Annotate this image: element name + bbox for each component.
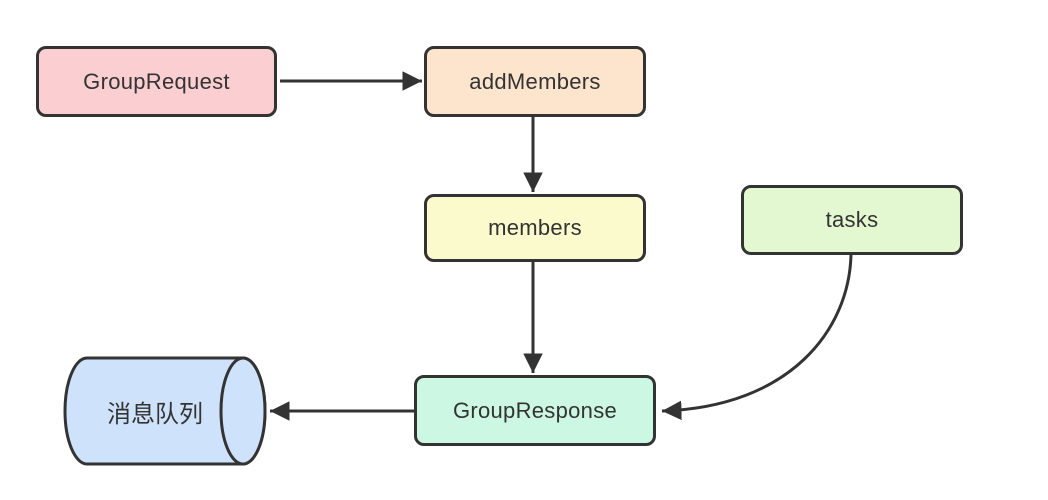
cylinder-rim xyxy=(219,356,267,466)
node-members: members xyxy=(424,194,646,262)
node-tasks: tasks xyxy=(741,185,963,255)
node-group-response-label: GroupResponse xyxy=(452,397,618,423)
node-group-request: GroupRequest xyxy=(36,46,277,117)
node-members-label: members xyxy=(488,215,582,240)
node-add-members-label: addMembers xyxy=(469,68,601,94)
node-add-members: addMembers xyxy=(424,46,646,117)
message-queue-cylinder xyxy=(63,356,267,466)
edge-tasks-to-groupresponse xyxy=(661,254,853,421)
node-message-queue-label: 消息队列 xyxy=(107,400,203,428)
node-group-response: GroupResponse xyxy=(414,375,656,446)
node-tasks-label: tasks xyxy=(825,207,879,232)
node-group-request-label: GroupRequest xyxy=(83,68,230,94)
